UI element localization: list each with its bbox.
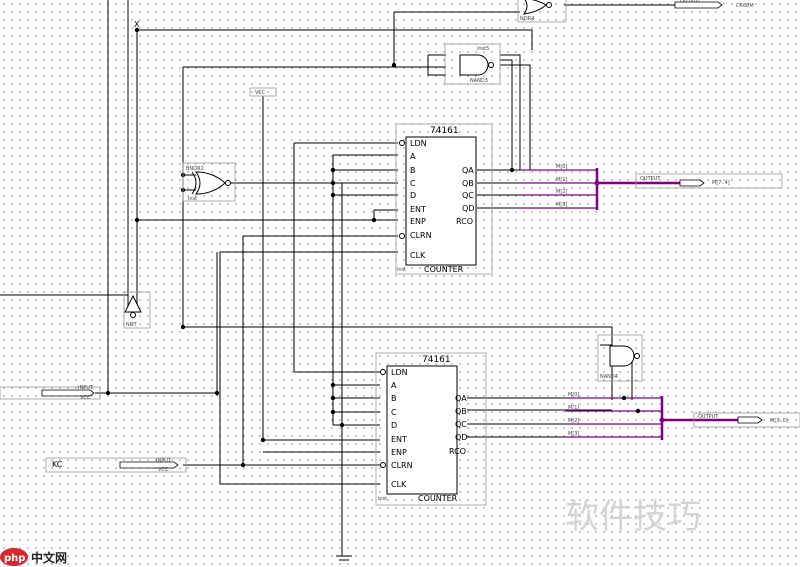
counter-1-in-ent: ENT: [410, 205, 426, 214]
counter-2-in-clk: CLK: [391, 480, 407, 489]
php-logo-text: php: [4, 553, 25, 564]
counter-1-in-enp: ENP: [410, 217, 426, 226]
counter-1-out-qb: QB: [462, 179, 474, 188]
bus-label-top-1: M[1]: [556, 177, 567, 183]
counter-2-bus-labels: M[0] M[1] M[2] M[3]: [568, 392, 579, 437]
nor-gate-top[interactable]: NOR4: [517, 0, 567, 23]
xnor-gate-label: BNOR2: [186, 166, 204, 172]
counter-1-part: 74161: [430, 126, 459, 136]
not-gate-label: NOT: [126, 322, 138, 328]
port-name-m30: M[3..0]: [770, 418, 788, 424]
input-port-2-type: INPUT: [156, 458, 172, 464]
counter-1-in-c: C: [410, 179, 416, 188]
input-port-1-type: INPUT: [78, 385, 94, 391]
junctions: [105, 27, 665, 468]
bus-label-bot-2: M[2]: [568, 418, 579, 424]
nand-gate-top-type: NAND3: [470, 78, 488, 84]
x-label: X: [134, 20, 140, 29]
counter-2[interactable]: 74161 LDN A B C D ENT ENP CLRN CLK QA QB…: [375, 352, 487, 506]
counter-2-in-ent: ENT: [391, 435, 407, 444]
buses: [520, 168, 738, 440]
input-port-2[interactable]: KC INPUT VCC: [45, 457, 187, 473]
counter-1-in-ldn: LDN: [410, 139, 427, 148]
xnor-gate[interactable]: BNOR2 inst: [182, 162, 236, 202]
vcc-symbol: VCC: [249, 87, 277, 97]
output-port-cr60m[interactable]: OUTPUT CR60M: [674, 0, 754, 9]
not-gate[interactable]: NOT: [123, 291, 151, 329]
bus-label-top-0: M[0]: [556, 164, 567, 170]
counter-1-out-qc: QC: [462, 191, 474, 200]
counter-2-in-b: B: [391, 394, 397, 403]
counter-1[interactable]: 74161 LDN A B C D ENT ENP CLRN CLK QA QB…: [395, 123, 493, 275]
vcc-label: VCC: [255, 90, 266, 96]
counter-1-in-d: D: [410, 191, 416, 200]
counter-2-out-qd: QD: [455, 433, 467, 442]
port-name-cr60m: CR60M: [736, 3, 754, 9]
counter-2-inst: inst: [378, 496, 387, 502]
counter-2-in-clrn: CLRN: [391, 461, 413, 470]
wires: [0, 0, 675, 561]
counter-2-in-ldn: LDN: [391, 368, 408, 377]
counter-2-type: COUNTER: [418, 494, 458, 503]
bus-label-top-3: M[3]: [556, 202, 567, 208]
counter-1-in-b: B: [410, 166, 416, 175]
counter-2-out-qc: QC: [455, 420, 467, 429]
counter-2-in-d: D: [391, 421, 397, 430]
counter-1-in-clk: CLK: [410, 251, 426, 260]
watermark: 软件技巧 php 中文网: [0, 497, 701, 566]
output-port-m74[interactable]: OUTPUT M[7..4]: [635, 173, 783, 189]
nand-gate-top-label: inst5: [477, 46, 489, 52]
output-port-m30[interactable]: OUTPUT M[3..0]: [693, 412, 800, 428]
counter-2-part: 74161: [422, 355, 451, 365]
bus-label-bot-0: M[0]: [568, 392, 579, 398]
counter-1-bus-labels: M[0] M[1] M[2] M[3]: [556, 164, 567, 208]
nand-gate-right-label: NAND4: [600, 374, 618, 380]
counter-1-out-qd: QD: [462, 204, 474, 213]
bus-label-bot-1: M[1]: [568, 405, 579, 411]
port-type-top: OUTPUT: [680, 0, 701, 4]
counter-1-inst: inst: [397, 267, 406, 273]
input-port-2-signal: KC: [52, 460, 63, 469]
counter-2-out-qa: QA: [455, 394, 467, 403]
counter-2-out-qb: QB: [455, 407, 467, 416]
nand-gate-right[interactable]: NAND4: [597, 334, 643, 382]
nor-gate-top-label: NOR4: [520, 16, 534, 22]
port-type-mid: OUTPUT: [640, 176, 661, 182]
input-port-1-name: VCC: [80, 395, 91, 401]
counter-2-in-a: A: [391, 381, 397, 390]
counter-1-type: COUNTER: [424, 265, 464, 274]
counter-2-out-rco: RCO: [449, 447, 466, 456]
php-logo-badge: [0, 548, 28, 566]
port-type-bot: OUTPUT: [698, 414, 719, 420]
watermark-text: 软件技巧: [565, 497, 701, 537]
php-logo-cn: 中文网: [31, 550, 67, 565]
counter-2-in-enp: ENP: [391, 448, 407, 457]
bus-label-bot-3: M[3]: [568, 431, 579, 437]
xnor-gate-sub: inst: [188, 196, 197, 202]
input-port-2-name: VCC: [158, 467, 169, 473]
counter-1-out-qa: QA: [462, 166, 474, 175]
counter-1-in-clrn: CLRN: [410, 231, 432, 240]
counter-1-in-a: A: [410, 152, 416, 161]
bus-label-top-2: M[2]: [556, 189, 567, 195]
counter-2-in-c: C: [391, 408, 397, 417]
port-name-m74: M[7..4]: [712, 180, 730, 186]
nand-gate-top[interactable]: inst5 NAND3: [444, 43, 501, 85]
input-port-1[interactable]: INPUT VCC: [0, 385, 101, 401]
counter-1-out-rco: RCO: [456, 217, 473, 226]
